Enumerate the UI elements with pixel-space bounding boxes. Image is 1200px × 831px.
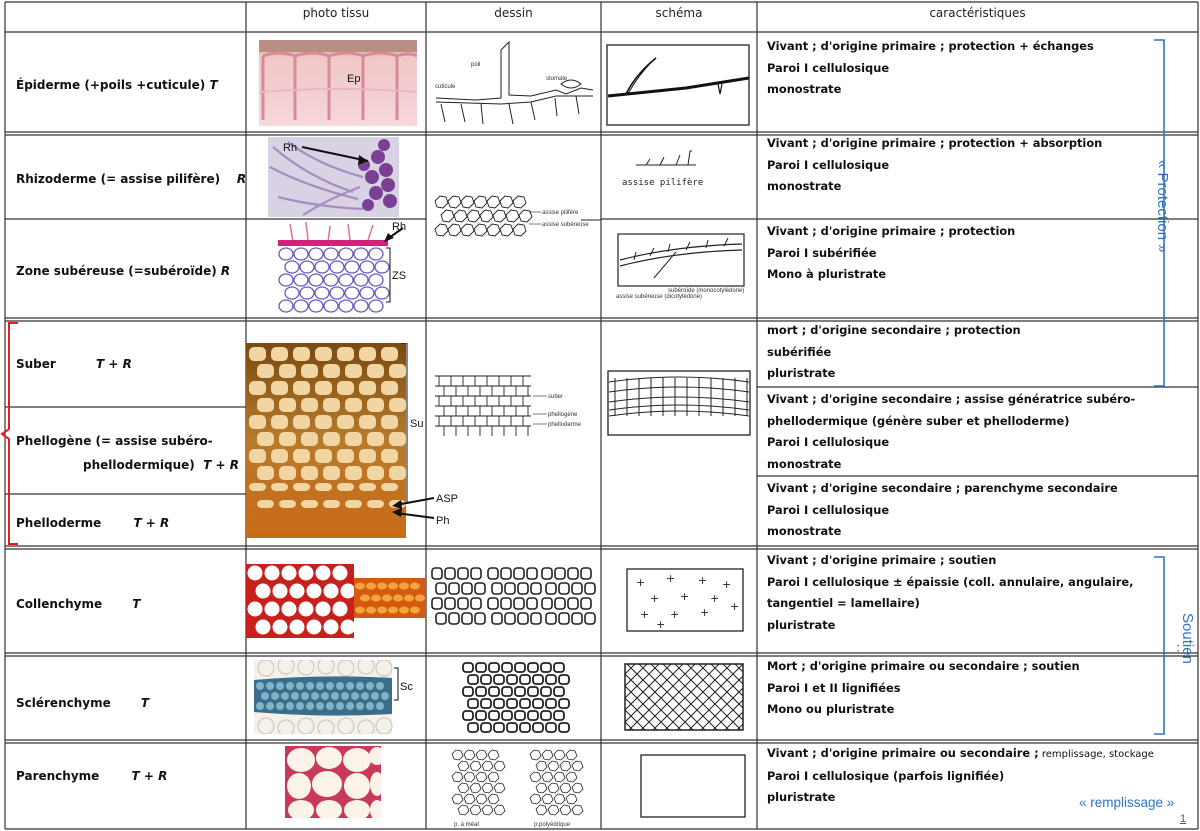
svg-text:+: + bbox=[698, 574, 707, 587]
drawing-sclerenchyme bbox=[462, 662, 570, 733]
drawing-label-p-polyedrique: p.polyédrique bbox=[534, 822, 571, 828]
charac-sclerenchyme: Mort ; d'origine primaire ou secondaire … bbox=[767, 659, 1080, 716]
group-label-protection: « Protection » bbox=[1154, 160, 1171, 253]
svg-text:+: + bbox=[636, 576, 645, 589]
schema-periderme bbox=[607, 370, 751, 436]
schema-epiderme bbox=[606, 44, 750, 126]
tissue-name-collenchyme: Collenchyme T bbox=[16, 597, 141, 611]
svg-text:+: + bbox=[650, 592, 659, 605]
charac-rhizoderme: Vivant ; d'origine primaire ; protection… bbox=[767, 136, 1103, 193]
svg-text:+: + bbox=[666, 572, 675, 585]
photo-label-rh: Rh bbox=[283, 142, 297, 154]
photo-label-ph: Ph bbox=[436, 515, 449, 527]
tissue-name-sclerenchyme: Sclérenchyme T bbox=[16, 696, 150, 710]
tissue-name-phellogene-line2: phellodermique) T + R bbox=[83, 458, 239, 472]
charac-collenchyme: Vivant ; d'origine primaire ; soutien Pa… bbox=[767, 553, 1134, 632]
schema-rhizoderme: assise pilifère bbox=[622, 150, 703, 188]
tissue-name-parenchyme: Parenchyme T + R bbox=[16, 769, 168, 783]
drawing-parenchyme: p. à méat p.polyédrique bbox=[451, 749, 584, 828]
bracket-soutien bbox=[1154, 556, 1165, 735]
photo-label-asp: ASP bbox=[436, 493, 458, 505]
photo-zone-subereuse: Rh ZS bbox=[278, 222, 406, 314]
photo-sclerenchyme: Sc bbox=[254, 660, 413, 734]
drawing-periderme: suber phellogène phelloderme bbox=[435, 375, 582, 436]
page-number: 1 bbox=[1180, 813, 1187, 825]
schema-zone-subereuse: assise subéreuse (dicotylédone) subéroïd… bbox=[616, 233, 745, 300]
photo-label-rh2: Rh bbox=[392, 222, 406, 233]
charac-suberoide: Vivant ; d'origine primaire ; protection… bbox=[767, 224, 1016, 281]
drawing-label-assise-subereuse: assise subéreuse bbox=[542, 222, 589, 228]
drawing-label-stomate: stomate bbox=[546, 76, 568, 82]
svg-text:+: + bbox=[670, 608, 679, 621]
schema-label-suberoide: subéroïde (monocotylédone) bbox=[668, 288, 744, 294]
charac-parenchyme: Vivant ; d'origine primaire ou secondair… bbox=[767, 746, 1154, 804]
tissue-name-phelloderme: Phelloderme T + R bbox=[16, 516, 170, 530]
charac-phelloderme: Vivant ; d'origine secondaire ; parenchy… bbox=[767, 481, 1118, 538]
drawing-label-phelloderme: phelloderme bbox=[548, 422, 582, 428]
photo-label-ep: Ep bbox=[347, 73, 360, 85]
header-caracteristiques: caractéristiques bbox=[929, 6, 1026, 20]
photo-label-sc: Sc bbox=[400, 681, 413, 693]
photo-label-zs: ZS bbox=[392, 270, 406, 282]
svg-text:+: + bbox=[640, 608, 649, 621]
drawing-collenchyme bbox=[431, 567, 596, 625]
tissue-name-suberoide: Zone subéreuse (=subéroïde) R bbox=[16, 264, 231, 278]
photo-periderme: Su ASP Ph bbox=[246, 343, 458, 538]
group-label-remplissage: « remplissage » bbox=[1079, 795, 1175, 810]
header-schema: schéma bbox=[655, 6, 703, 20]
photo-parenchyme bbox=[285, 746, 381, 818]
drawing-label-poil: poil bbox=[471, 62, 480, 68]
header-dessin: dessin bbox=[494, 6, 533, 20]
drawing-label-cuticule: cuticule bbox=[435, 84, 456, 90]
svg-text:+: + bbox=[656, 618, 665, 631]
svg-text:+: + bbox=[700, 606, 709, 619]
photo-epiderme: Ep bbox=[259, 40, 417, 126]
svg-text:+: + bbox=[722, 578, 731, 591]
drawing-label-phellogene: phellogène bbox=[548, 412, 578, 418]
red-bracket-periderm bbox=[0, 322, 18, 545]
schema-label-assise-pilifere: assise pilifère bbox=[622, 177, 703, 188]
drawing-label-assise-pilifere: assise pilifère bbox=[542, 210, 579, 216]
drawing-label-suber: suber bbox=[548, 394, 563, 400]
header-photo: photo tissu bbox=[302, 6, 370, 20]
schema-collenchyme: ++++++++++++ bbox=[626, 568, 744, 632]
schema-parenchyme bbox=[640, 754, 746, 818]
svg-text:+: + bbox=[710, 592, 719, 605]
schema-label-assise-subereuse: assise subéreuse (dicotylédone) bbox=[616, 294, 702, 300]
drawing-rhizoderme: assise pilifère assise subéreuse bbox=[434, 195, 601, 237]
charac-epiderme: Vivant ; d'origine primaire ; protection… bbox=[767, 39, 1094, 96]
charac-suber: mort ; d'origine secondaire ; protection… bbox=[767, 323, 1021, 380]
tissue-name-rhizoderme: Rhizoderme (= assise pilifère) R bbox=[16, 172, 247, 186]
tissue-name-suber: Suber T + R bbox=[16, 357, 132, 371]
schema-sclerenchyme bbox=[624, 663, 744, 731]
svg-text:+: + bbox=[680, 590, 689, 603]
drawing-epiderme: poil stomate cuticule bbox=[435, 40, 594, 125]
bracket-protection bbox=[1154, 39, 1165, 387]
photo-label-su: Su bbox=[410, 418, 423, 430]
svg-text:+: + bbox=[730, 600, 739, 613]
photo-collenchyme bbox=[246, 564, 426, 638]
tissue-name-epiderme: Épiderme (+poils +cuticule) T bbox=[16, 78, 218, 92]
charac-phellogene: Vivant ; d'origine secondaire ; assise g… bbox=[767, 392, 1136, 471]
tissue-name-phellogene-line1: Phellogène (= assise subéro- bbox=[16, 434, 213, 448]
soutien-dots-icon: ⋮ bbox=[1171, 642, 1185, 658]
photo-rhizoderme: Rh bbox=[268, 137, 399, 217]
drawing-label-p-meat: p. à méat bbox=[454, 822, 479, 828]
